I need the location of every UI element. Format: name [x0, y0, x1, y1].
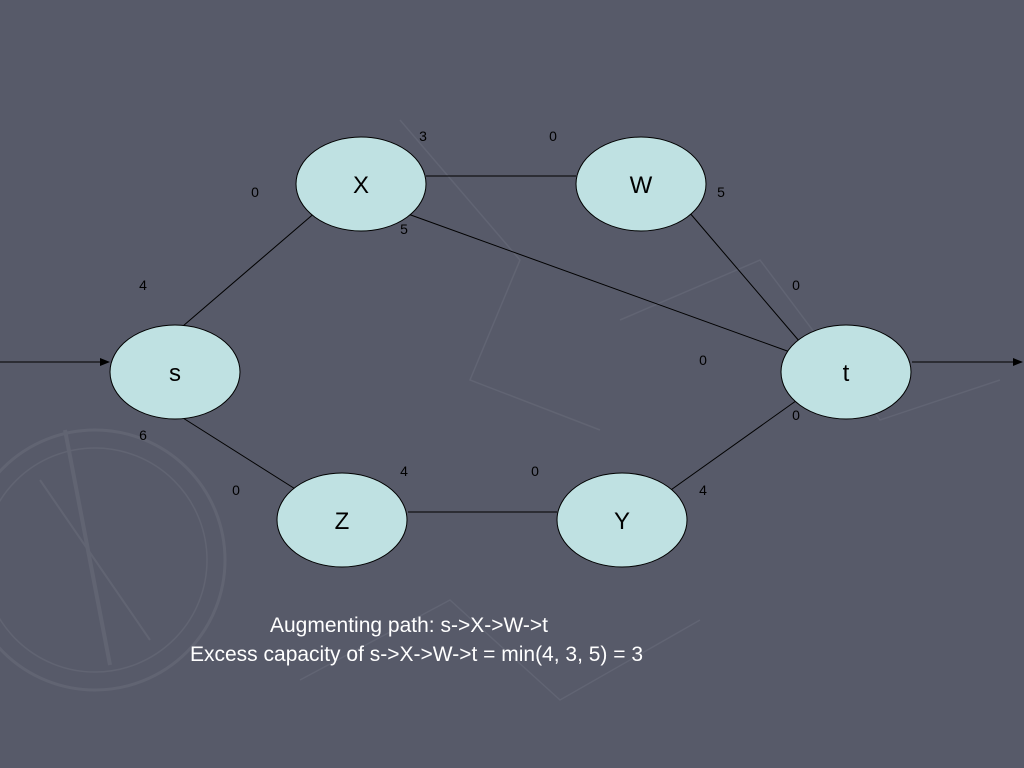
edge-label-x-t-x-end: 5 — [400, 221, 408, 237]
edge-label-x-w-w-end: 0 — [549, 128, 557, 144]
edge-label-s-x-x-end: 0 — [251, 184, 259, 200]
node-s: s — [109, 324, 241, 420]
edge-label-s-z-s-end: 6 — [139, 427, 147, 443]
edge-label-x-w-x-end: 3 — [419, 128, 427, 144]
node-z: Z — [276, 472, 408, 568]
node-w: W — [575, 136, 707, 232]
edge-x-t — [407, 213, 791, 353]
edge-label-z-y-z-end: 4 — [400, 463, 408, 479]
node-t-label: t — [843, 360, 850, 387]
edge-label-w-t-t-end: 0 — [792, 277, 800, 293]
edge-label-y-t-y-end: 4 — [699, 482, 707, 498]
excess-capacity-caption: Excess capacity of s->X->W->t = min(4, 3… — [190, 643, 644, 666]
augmenting-path-caption: Augmenting path: s->X->W->t — [270, 614, 549, 637]
node-x: X — [295, 136, 427, 232]
node-y: Y — [556, 472, 688, 568]
edge-label-x-t-t-end: 0 — [699, 352, 707, 368]
node-w-label: W — [630, 172, 653, 199]
node-x-label: X — [353, 172, 369, 199]
node-y-label: Y — [614, 508, 630, 535]
edge-label-z-y-y-end: 0 — [531, 463, 539, 479]
edge-w-t — [688, 211, 801, 343]
edge-label-s-z-z-end: 0 — [232, 482, 240, 498]
node-z-label: Z — [335, 508, 350, 535]
edge-y-t — [667, 397, 801, 493]
edge-s-x — [182, 210, 318, 327]
node-s-label: s — [169, 360, 181, 387]
node-t: t — [780, 324, 912, 420]
edge-s-z — [182, 417, 301, 493]
edge-label-s-x-s-end: 4 — [139, 277, 147, 293]
edge-label-w-t-w-end: 5 — [717, 184, 725, 200]
compass-watermark-icon — [0, 119, 1001, 701]
edge-label-y-t-t-end: 0 — [792, 407, 800, 423]
